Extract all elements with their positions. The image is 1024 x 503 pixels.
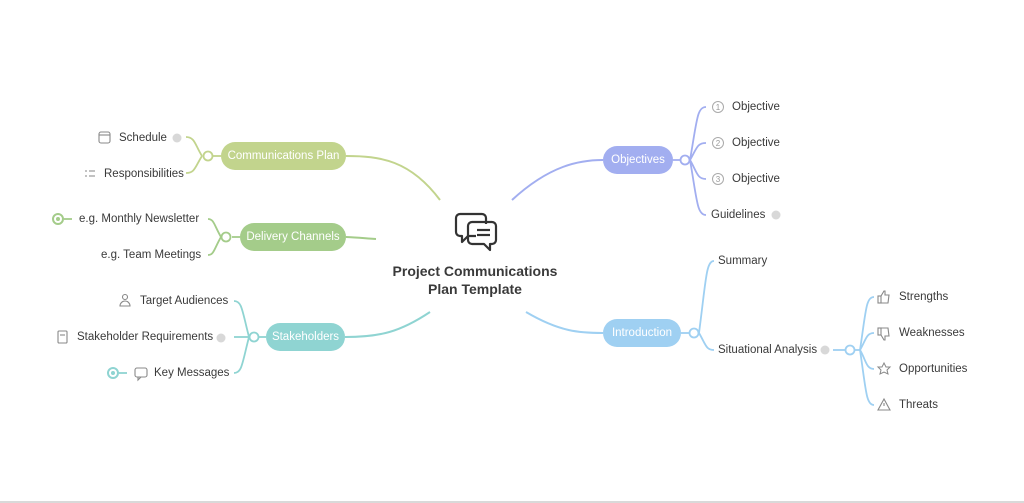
central-title-line1: Project Communications: [392, 263, 558, 279]
note-icon: [771, 210, 781, 220]
subtopic-opportunities[interactable]: Opportunities: [899, 363, 968, 375]
note-icon: [216, 333, 226, 343]
delivery-channels-connector-dot: [220, 231, 232, 243]
subtopic-stakeholder-requirements[interactable]: Stakeholder Requirements: [77, 331, 214, 343]
link-icon: [820, 345, 830, 355]
branch-objectives[interactable]: Objectives: [603, 146, 673, 174]
connector-objectives: [511, 159, 604, 201]
thumbs-up-icon: [877, 290, 890, 304]
warning-icon: [877, 397, 891, 411]
subtopic-objective-2[interactable]: Objective: [732, 137, 780, 149]
document-icon: [57, 330, 68, 344]
branch-stakeholders[interactable]: Stakeholders: [266, 323, 345, 351]
branch-communications-plan[interactable]: Communications Plan: [221, 142, 346, 170]
branch-introduction[interactable]: Introduction: [603, 319, 681, 347]
subtopic-guidelines[interactable]: Guidelines: [711, 209, 766, 221]
central-topic[interactable]: Project Communications Plan Template: [370, 262, 580, 298]
subtopic-situational-analysis[interactable]: Situational Analysis: [718, 344, 818, 356]
subtopic-target-audiences[interactable]: Target Audiences: [140, 295, 229, 307]
bottom-divider: [0, 501, 1024, 503]
stakeholders-connector-dot: [248, 331, 260, 343]
objective-number-1: 1: [715, 103, 721, 112]
objectives-connector-dot: [679, 154, 691, 166]
branch-delivery-channels[interactable]: Delivery Channels: [240, 223, 346, 251]
subtopic-threats[interactable]: Threats: [899, 399, 938, 411]
subtopic-summary[interactable]: Summary: [718, 255, 768, 267]
subtopic-responsibilities[interactable]: Responsibilities: [104, 168, 184, 180]
connector-communications-plan: [345, 155, 441, 201]
subtopic-team-meetings[interactable]: e.g. Team Meetings: [101, 249, 202, 261]
note-icon: [172, 133, 182, 143]
comment-icon: [134, 367, 148, 382]
thumbs-down-icon: [877, 327, 890, 341]
subtopic-objective-1[interactable]: Objective: [732, 101, 780, 113]
connector-introduction: [525, 311, 604, 334]
subtopic-key-messages[interactable]: Key Messages: [154, 367, 230, 379]
subtopic-schedule[interactable]: Schedule: [119, 132, 167, 144]
communications-plan-connector-dot: [202, 150, 214, 162]
task-list-icon: [85, 170, 95, 177]
chat-bubbles-icon: [454, 212, 498, 252]
situational-analysis-connector-dot: [844, 344, 856, 356]
connector-delivery-channels: [345, 236, 377, 240]
subtopic-strengths[interactable]: Strengths: [899, 291, 949, 303]
connector-stakeholders: [344, 311, 431, 338]
subtopic-weaknesses[interactable]: Weaknesses: [899, 327, 965, 339]
objective-number-3: 3: [715, 175, 721, 184]
objective-number-2: 2: [715, 139, 721, 148]
subtopic-monthly-newsletter[interactable]: e.g. Monthly Newsletter: [79, 213, 200, 225]
people-icon: [119, 293, 131, 307]
star-icon: [876, 361, 892, 375]
calendar-icon: [98, 131, 111, 144]
subtopic-objective-3[interactable]: Objective: [732, 173, 780, 185]
introduction-connector-dot: [688, 327, 700, 339]
central-title-line2: Plan Template: [428, 281, 522, 297]
